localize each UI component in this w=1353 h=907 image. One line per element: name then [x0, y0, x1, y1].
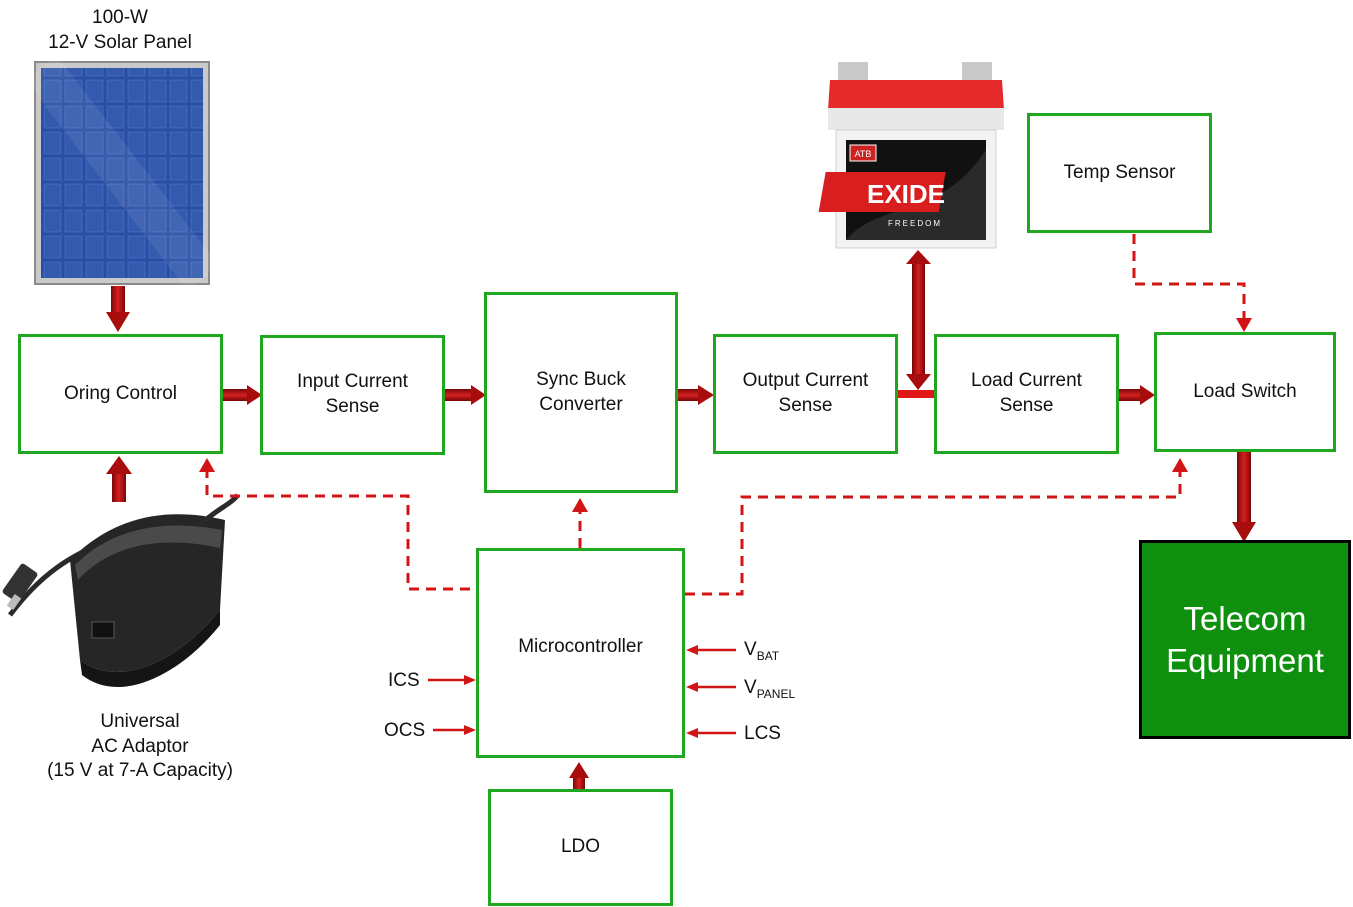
oring-control-label: Oring Control [64, 382, 177, 404]
temp-sensor-block: Temp Sensor [1027, 113, 1212, 233]
control-arrowheads [199, 318, 1252, 512]
vpanel-main: V [744, 677, 757, 698]
ldo-block: LDO [488, 789, 673, 906]
sync-buck-converter-block: Sync Buck Converter [484, 292, 678, 493]
battery-badge-text: ATB [855, 149, 872, 159]
solar-panel-image [25, 55, 219, 291]
solar-panel-caption-line1: 100-W [92, 7, 148, 28]
adaptor-caption-line2: AC Adaptor [91, 735, 189, 757]
adaptor-caption-line1: Universal [100, 711, 180, 732]
solar-panel-caption-line2: 12-V Solar Panel [48, 31, 192, 53]
ldo-label: LDO [560, 836, 601, 858]
oring-control-block: Oring Control [18, 334, 223, 454]
input-current-sense-label-2: Sense [325, 396, 380, 417]
output-current-sense-label-1: Output Current [742, 370, 869, 392]
sync-buck-label-1: Sync Buck [536, 368, 626, 390]
vpanel-sub: PANEL [756, 687, 796, 701]
control-lines [205, 234, 1246, 596]
vbat-main: V [744, 639, 757, 660]
ics-label: ICS [388, 670, 420, 691]
microcontroller-block: Microcontroller [476, 548, 685, 758]
load-current-sense-label-1: Load Current [971, 370, 1082, 392]
input-current-sense-label-1: Input Current [297, 371, 408, 393]
load-current-sense-block: Load Current Sense [934, 334, 1119, 454]
battery-subbrand-text: FREEDOM [888, 219, 942, 228]
telecom-label-1: Telecom [1183, 600, 1307, 638]
lcs-label: LCS [744, 723, 781, 744]
vbat-sub: BAT [756, 649, 780, 663]
ocs-label: OCS [384, 720, 426, 741]
solar-panel-caption: 100-W 12-V Solar Panel [20, 6, 220, 55]
output-current-sense-label-2: Sense [778, 395, 833, 416]
load-switch-block: Load Switch [1154, 332, 1336, 452]
telecom-equipment-block: Telecom Equipment [1139, 540, 1351, 739]
adaptor-caption: Universal AC Adaptor (15 V at 7-A Capaci… [10, 710, 270, 784]
battery-image: ATB EXIDE FREEDOM [818, 62, 1004, 249]
microcontroller-label: Microcontroller [518, 635, 643, 657]
sync-buck-label-2: Converter [539, 393, 623, 415]
adaptor-caption-line3: (15 V at 7-A Capacity) [47, 760, 233, 782]
load-switch-label: Load Switch [1193, 380, 1297, 402]
signal-arrows [428, 645, 736, 738]
output-current-sense-block: Output Current Sense [713, 334, 898, 454]
ac-adaptor-image [2, 493, 240, 687]
battery-brand-text: EXIDE [867, 179, 945, 209]
power-arrows [106, 250, 1256, 790]
vpanel-label: VPANEL [744, 678, 795, 700]
input-current-sense-block: Input Current Sense [260, 335, 445, 455]
vbat-label: VBAT [744, 640, 779, 662]
load-current-sense-label-2: Sense [999, 395, 1054, 416]
temp-sensor-label: Temp Sensor [1063, 161, 1176, 183]
telecom-label-2: Equipment [1166, 641, 1324, 679]
